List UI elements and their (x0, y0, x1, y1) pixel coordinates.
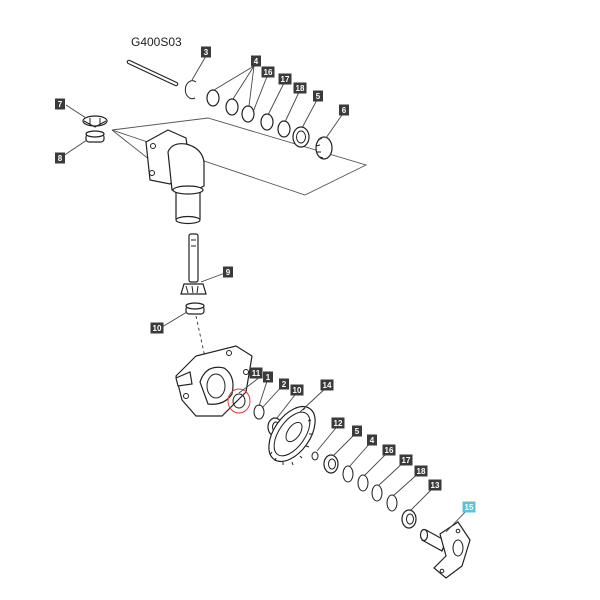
callout-box (201, 46, 211, 58)
callout-box (290, 384, 304, 396)
bearing-upper-part (185, 302, 205, 315)
callout-tag-16: 16 (261, 66, 275, 78)
upper-housing-part (145, 129, 205, 225)
callout-tag-4: 4 (251, 55, 261, 67)
callout-label: 12 (334, 419, 343, 428)
o-ring-part (232, 393, 246, 409)
callout-tag-14: 14 (320, 379, 334, 391)
snap-ring-part (184, 80, 197, 100)
callout-tag-17: 17 (278, 73, 292, 85)
callout-label: 10 (153, 324, 162, 333)
callout-box (261, 66, 275, 78)
callout-label: 15 (465, 503, 474, 512)
callout-label: 13 (431, 481, 440, 490)
upper-explode-frame (111, 117, 368, 196)
callout-label: 4 (370, 436, 375, 445)
callout-box (367, 434, 377, 446)
upper-ring-stack (206, 89, 310, 148)
callout-label: 4 (254, 57, 259, 66)
callout-label: 7 (58, 100, 63, 109)
callout-box (320, 379, 334, 391)
callout-label: 16 (264, 68, 273, 77)
callout-label: 3 (204, 48, 209, 57)
callout-tag-8: 8 (55, 152, 65, 164)
callout-tag-5: 5 (352, 425, 362, 437)
callout-box (339, 104, 349, 116)
callout-box (150, 322, 164, 334)
callout-label: 18 (296, 84, 305, 93)
callout-box (55, 98, 65, 110)
callout-label: 17 (402, 456, 411, 465)
bevel-gear-part (315, 136, 333, 160)
axis-line (195, 315, 207, 363)
callout-label: 2 (282, 380, 287, 389)
callout-tag-5: 5 (313, 90, 323, 102)
callout-label: 16 (385, 446, 394, 455)
lower-ring-stack (342, 465, 398, 512)
callout-tag-15: 15 (462, 501, 476, 513)
callout-box (382, 444, 396, 456)
callout-tag-6: 6 (339, 104, 349, 116)
callout-tag-7: 7 (55, 98, 65, 110)
callout-box (263, 371, 273, 383)
callout-box (55, 152, 65, 164)
callout-tag-10: 10 (150, 322, 164, 334)
flange-shaft-part (419, 521, 471, 579)
callout-label: 14 (323, 381, 332, 390)
shaft-part (126, 59, 179, 87)
callout-box (399, 454, 413, 466)
callout-label: 17 (281, 75, 290, 84)
callout-box (293, 82, 307, 94)
callout-label: 6 (342, 106, 347, 115)
callout-label: 9 (226, 268, 231, 277)
callout-box (278, 73, 292, 85)
highlight-circle (227, 388, 251, 414)
callout-tag-12: 12 (331, 417, 345, 429)
lower-housing-part (175, 345, 253, 417)
callout-box (251, 55, 261, 67)
washer-part (311, 451, 319, 461)
callout-label: 10 (293, 386, 302, 395)
callout-label: 8 (58, 154, 63, 163)
small-gear-part (82, 115, 108, 128)
callout-tag-13: 13 (428, 479, 442, 491)
callout-box (414, 465, 428, 477)
callout-tag-18: 18 (293, 82, 307, 94)
callout-tag-9: 9 (223, 266, 233, 278)
callout-tag-1: 1 (263, 371, 273, 383)
ring-gear-part (268, 405, 316, 466)
callout-tag-10: 10 (290, 384, 304, 396)
callout-box (428, 479, 442, 491)
callout-tag-17: 17 (399, 454, 413, 466)
diagram-code: G400S03 (131, 35, 182, 49)
callout-box (462, 501, 476, 513)
callout-tag-18: 18 (414, 465, 428, 477)
callout-box (352, 425, 362, 437)
callout-label: 5 (316, 92, 321, 101)
bearing-13-part (401, 509, 417, 529)
callout-label: 18 (417, 467, 426, 476)
callout-tag-2: 2 (279, 378, 289, 390)
callout-tag-16: 16 (382, 444, 396, 456)
callout-label: 5 (355, 427, 360, 436)
vertical-shaft-part (180, 233, 207, 295)
callout-tag-4: 4 (367, 434, 377, 446)
callout-box (313, 90, 323, 102)
callout-box (279, 378, 289, 390)
callout-box (249, 367, 263, 379)
frame-line (111, 129, 151, 161)
callout-tag-3: 3 (201, 46, 211, 58)
callout-tag-11: 11 (249, 367, 263, 379)
callout-box (223, 266, 233, 278)
callout-box (331, 417, 345, 429)
bearing-5-part (323, 454, 339, 474)
callout-label: 11 (252, 369, 261, 378)
bearing-part (85, 130, 105, 143)
callout-label: 1 (266, 373, 271, 382)
